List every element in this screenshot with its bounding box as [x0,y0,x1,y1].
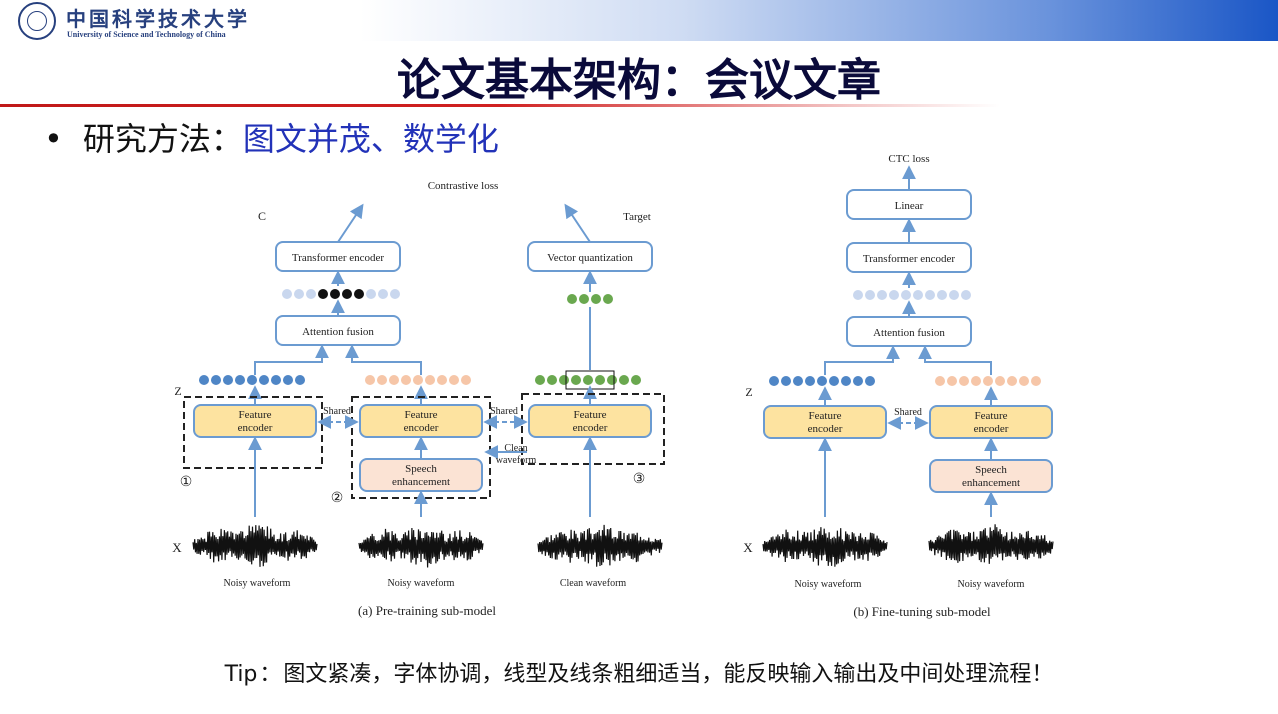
finetune-z-dots-blue [769,376,875,386]
feature-encoder-1-line1: Feature [239,409,272,421]
pretrain-noisy-waveform-2 [358,527,484,568]
speech-enhancement-line1: Speech [405,463,437,475]
finetune-speech-enhancement-box: Speech enhancement [929,459,1053,493]
finetune-z-dots-peach [935,376,1041,386]
ft-shared-label: Shared [894,407,922,418]
marker-1: ① [180,475,193,490]
pretrain-attention-fusion-label: Attention fusion [302,326,374,338]
tip-text: 图文紧凑，字体协调，线型及线条粗细适当，能反映输入输出及中间处理流程！ [283,662,1054,687]
finetune-noisy-waveform-1 [762,527,888,567]
ft-feature-encoder-2-line2: encoder [974,423,1009,435]
slide-title: 论文基本架构：会议文章 [397,55,881,106]
finetune-feature-encoder-1: Feature encoder [763,405,887,439]
pretrain-wave-label-3: Clean waveform [560,578,627,589]
pretrain-x-label: X [172,540,182,555]
pretrain-feature-encoder-2: Feature encoder [359,404,483,438]
header-gradient-bar [360,0,1278,41]
ft-feature-encoder-1-line1: Feature [809,410,842,422]
pretrain-clean-waveform [537,524,663,567]
logo-name-cn: 中国科学技术大学 [66,7,250,31]
university-seal-icon [18,2,56,40]
bullet-heading: 研究方法 [82,120,211,158]
pretrain-z-dots-green [535,370,641,390]
finetune-context-dots [853,290,971,300]
tip-line: Tip：图文紧凑，字体协调，线型及线条粗细适当，能反映输入输出及中间处理流程！ [0,656,1278,688]
bullet-dot-icon: • [44,120,63,158]
finetune-caption: (b) Fine-tuning sub-model [853,604,991,619]
tip-label: Tip [224,662,258,687]
pretrain-z-dots-blue [199,375,305,385]
feature-encoder-3-line2: encoder [573,422,608,434]
ft-speech-enhancement-line2: enhancement [962,477,1020,489]
pretrain-wave-label-1: Noisy waveform [224,578,291,589]
speech-enhancement-box: Speech enhancement [359,458,483,492]
bullet-separator: ： [210,120,243,158]
pretrain-caption: (a) Pre-training sub-model [358,603,496,618]
feature-encoder-2-line1: Feature [405,409,438,421]
ctc-loss-label: CTC loss [888,153,929,165]
bullet-value: 图文并茂、数学化 [242,120,499,158]
c-label: C [258,209,266,223]
pretrain-transformer-encoder-label: Transformer encoder [292,252,384,264]
logo-name-en: University of Science and Technology of … [67,30,226,39]
ft-feature-encoder-2-line1: Feature [975,410,1008,422]
target-label: Target [623,211,651,223]
contrastive-loss-label: Contrastive loss [428,180,499,192]
finetune-transformer-encoder-label: Transformer encoder [863,253,955,265]
pretrain-wave-label-2: Noisy waveform [388,578,455,589]
shared-label-1: Shared [323,406,351,417]
pretrain-feature-encoder-1: Feature encoder [193,404,317,438]
marker-2: ② [331,491,344,506]
title-underline [0,104,1000,107]
finetune-transformer-encoder-box: Transformer encoder [846,242,972,273]
tip-separator: ： [259,662,282,687]
finetune-wave-label-1: Noisy waveform [795,579,862,590]
pretrain-feature-encoder-3: Feature encoder [528,404,652,438]
finetune-feature-encoder-2: Feature encoder [929,405,1053,439]
feature-encoder-2-line2: encoder [404,422,439,434]
feature-encoder-3-line1: Feature [574,409,607,421]
finetune-wave-label-2: Noisy waveform [958,579,1025,590]
clean-waveform-arrow-line2: waveform [496,455,537,466]
marker-3: ③ [633,472,646,487]
feature-encoder-1-line2: encoder [238,422,273,434]
pretrain-context-dots [282,289,400,299]
pretrain-z-label: Z [174,384,181,398]
finetune-attention-fusion-box: Attention fusion [846,316,972,347]
finetune-noisy-waveform-2 [928,524,1054,564]
pretrain-noisy-waveform-1 [192,525,318,567]
pretrain-attention-fusion-box: Attention fusion [275,315,401,346]
speech-enhancement-line2: enhancement [392,476,450,488]
pretrain-transformer-encoder-box: Transformer encoder [275,241,401,272]
contrastive-arrows [337,203,591,243]
quantized-dots [567,294,613,304]
finetune-attention-fusion-label: Attention fusion [873,327,945,339]
finetune-x-label: X [743,540,753,555]
bullet-research-method: • 研究方法：图文并茂、数学化 [44,114,499,160]
vector-quantization-label: Vector quantization [547,252,633,264]
clean-waveform-arrow-line1: Clean [504,443,527,454]
module-1-dashed-frame [183,396,323,469]
ft-feature-encoder-1-line2: encoder [808,423,843,435]
finetune-z-label: Z [745,385,752,399]
linear-box: Linear [846,189,972,220]
vector-quantization-box: Vector quantization [527,241,653,272]
shared-label-2: Shared [490,406,518,417]
pretrain-z-dots-peach [365,375,471,385]
university-logo: 中国科学技术大学 University of Science and Techn… [18,2,258,42]
linear-label: Linear [895,200,924,212]
ft-speech-enhancement-line1: Speech [975,464,1007,476]
module-3-dashed-frame [521,393,665,465]
